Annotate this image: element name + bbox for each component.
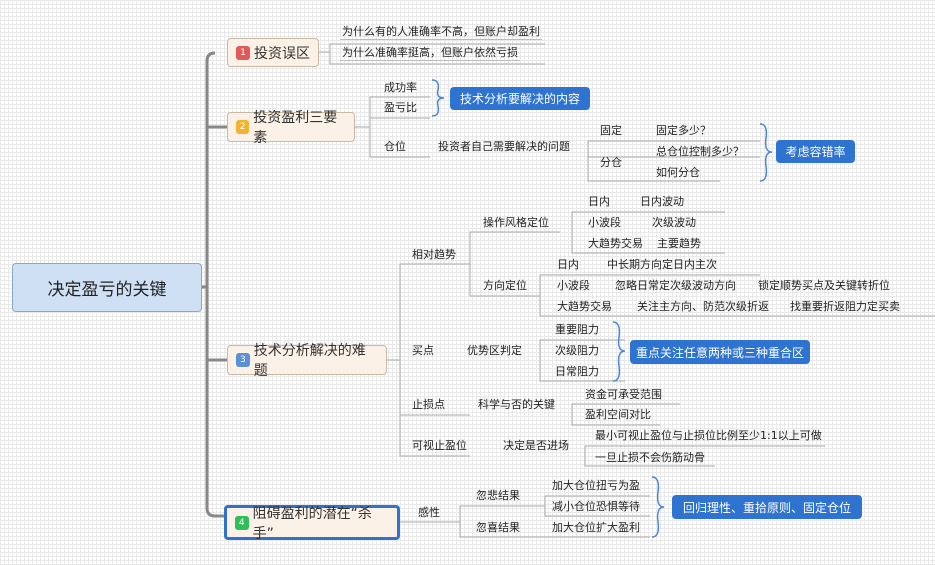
- node[interactable]: 日内: [557, 258, 579, 271]
- node[interactable]: 固定多少？: [656, 124, 711, 137]
- node[interactable]: 可视止盈位: [412, 439, 467, 452]
- node[interactable]: 优势区判定: [467, 344, 522, 357]
- node[interactable]: 分仓: [600, 156, 622, 169]
- node[interactable]: 主要趋势: [657, 237, 701, 250]
- topic-label: 阻碍盈利的潜在“杀手”: [252, 505, 372, 542]
- node[interactable]: 最小可视止盈位与止损位比例至少1:1以上可做: [595, 429, 822, 442]
- node[interactable]: 仓位: [384, 140, 406, 153]
- callout-technical-analysis[interactable]: 技术分析要解决的内容: [450, 87, 590, 110]
- node[interactable]: 科学与否的关键: [478, 398, 555, 411]
- node[interactable]: 次级波动: [652, 216, 696, 229]
- topic-investment-mistakes[interactable]: 1 投资误区: [227, 38, 319, 67]
- node[interactable]: 投资者自己需要解决的问题: [438, 140, 570, 153]
- node[interactable]: 方向定位: [483, 279, 527, 292]
- node[interactable]: 为什么有的人准确率不高，但账户却盈利: [340, 25, 542, 40]
- root-node[interactable]: 决定盈亏的关键: [12, 263, 202, 312]
- priority-3-badge: 3: [236, 353, 250, 367]
- node[interactable]: 忽略日常定次级波动方向: [615, 279, 736, 292]
- node[interactable]: 中长期方向定日内主次: [607, 258, 717, 271]
- node[interactable]: 决定是否进场: [503, 439, 569, 452]
- node[interactable]: 忽悲结果: [476, 489, 520, 502]
- node[interactable]: 重要阻力: [555, 323, 599, 336]
- node[interactable]: 买点: [412, 344, 434, 357]
- node[interactable]: 总仓位控制多少？: [656, 145, 744, 158]
- node[interactable]: 止损点: [412, 398, 445, 411]
- node[interactable]: 找重要折返阻力定买卖: [790, 300, 900, 313]
- node[interactable]: 锁定顺势买点及关键转折位: [758, 279, 890, 292]
- node[interactable]: 资金可承受范围: [585, 388, 662, 401]
- node[interactable]: 日内波动: [640, 195, 684, 208]
- node[interactable]: 操作风格定位: [483, 216, 549, 229]
- node[interactable]: 关注主方向、防范次级折返: [637, 300, 769, 313]
- node[interactable]: 忽喜结果: [476, 521, 520, 534]
- node[interactable]: 次级阻力: [555, 344, 599, 357]
- topic-label: 技术分析解决的难题: [253, 343, 366, 379]
- node[interactable]: 为什么准确率挺高，但账户依然亏损: [340, 46, 520, 61]
- node[interactable]: 大趋势交易: [557, 300, 612, 313]
- priority-2-badge: 2: [236, 120, 250, 134]
- node[interactable]: 成功率: [384, 81, 417, 94]
- callout-error-tolerance[interactable]: 考虑容错率: [776, 140, 855, 163]
- node[interactable]: 加大仓位扭亏为盈: [552, 479, 640, 492]
- node[interactable]: 小波段: [557, 279, 590, 292]
- callout-return-to-reason[interactable]: 回归理性、重拾原则、固定仓位: [672, 495, 862, 519]
- topic-label: 投资误区: [254, 45, 310, 62]
- node[interactable]: 减小仓位恐惧等待: [552, 500, 640, 513]
- node[interactable]: 固定: [600, 124, 622, 137]
- priority-4-badge: 4: [235, 515, 249, 530]
- node[interactable]: 如何分仓: [656, 166, 700, 179]
- node[interactable]: 感性: [418, 506, 440, 519]
- node[interactable]: 加大仓位扩大盈利: [552, 521, 640, 534]
- node[interactable]: 日内: [588, 195, 610, 208]
- node[interactable]: 盈亏比: [384, 101, 417, 114]
- callout-overlap-zone[interactable]: 重点关注任意两种或三种重合区: [630, 340, 810, 364]
- node[interactable]: 一旦止损不会伤筋动骨: [595, 451, 705, 464]
- priority-1-badge: 1: [236, 45, 250, 60]
- node[interactable]: 小波段: [588, 216, 621, 229]
- node[interactable]: 相对趋势: [412, 248, 456, 261]
- node[interactable]: 日常阻力: [555, 365, 599, 378]
- node[interactable]: 盈利空间对比: [585, 408, 651, 421]
- node[interactable]: 大趋势交易: [588, 237, 643, 250]
- topic-label: 投资盈利三要素: [253, 110, 338, 146]
